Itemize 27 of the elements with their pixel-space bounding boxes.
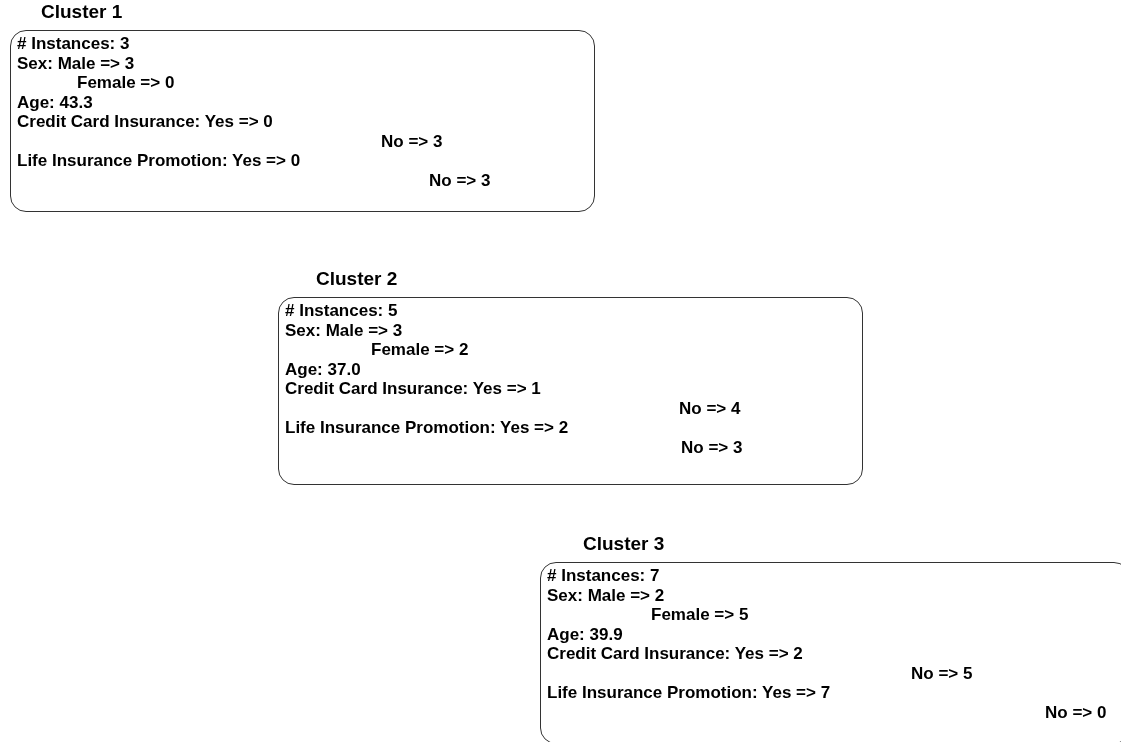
stat-line: # Instances: 5 [285,301,398,321]
stat-line: No => 5 [911,663,973,683]
stat-line: Credit Card Insurance: Yes => 1 [285,379,541,399]
stat-line: No => 3 [681,437,743,457]
stat-line: Life Insurance Promotion: Yes => 7 [547,683,831,703]
stat-line: No => 3 [381,131,443,151]
stat-line: Credit Card Insurance: Yes => 2 [547,644,803,664]
stat-line: Age: 37.0 [285,359,361,379]
stat-line: # Instances: 3 [17,34,130,54]
cluster-title: Cluster 1 [41,1,123,23]
cluster-title: Cluster 3 [583,533,665,555]
stat-line: Female => 5 [651,605,749,625]
stat-line: Age: 39.9 [547,624,623,644]
stat-line: No => 3 [429,170,491,190]
stat-line: Sex: Male => 3 [17,53,135,73]
cluster-title: Cluster 2 [316,268,398,290]
stat-line: Sex: Male => 2 [547,585,665,605]
stat-line: Sex: Male => 3 [285,320,403,340]
stat-line: Life Insurance Promotion: Yes => 0 [17,151,301,171]
stat-line: # Instances: 7 [547,566,660,586]
stat-line: Female => 2 [371,340,469,360]
stat-line: No => 0 [1045,702,1107,722]
stat-line: No => 4 [679,398,741,418]
stat-line: Credit Card Insurance: Yes => 0 [17,112,273,132]
stat-line: Life Insurance Promotion: Yes => 2 [285,418,569,438]
stat-line: Age: 43.3 [17,92,93,112]
stat-line: Female => 0 [77,73,175,93]
